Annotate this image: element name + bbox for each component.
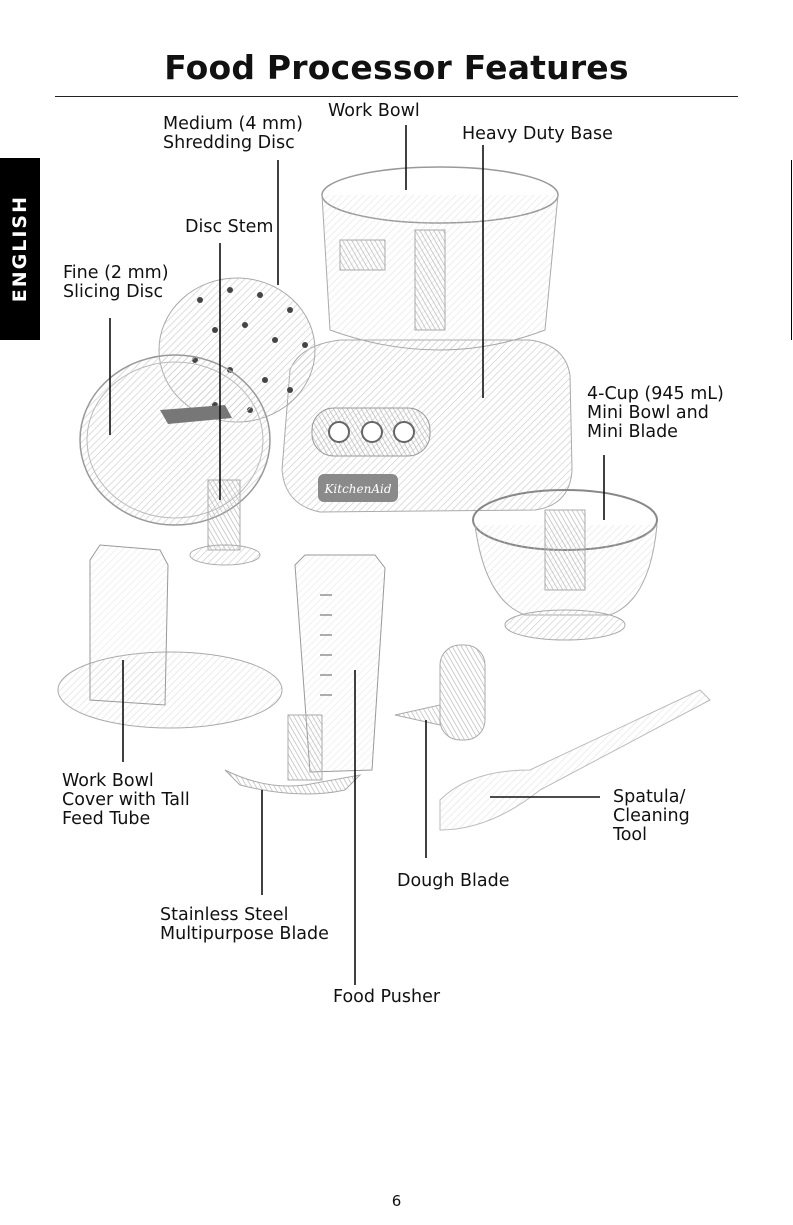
label-spatula: Spatula/ Cleaning Tool bbox=[613, 788, 690, 845]
control-button-icon bbox=[362, 422, 382, 442]
control-button-icon bbox=[394, 422, 414, 442]
label-dough-blade: Dough Blade bbox=[397, 872, 510, 891]
label-mini-bowl: 4-Cup (945 mL) Mini Bowl and Mini Blade bbox=[587, 385, 724, 442]
slicing-disc bbox=[80, 355, 270, 525]
mini-bowl bbox=[473, 490, 657, 640]
brand-logo-text: KitchenAid bbox=[323, 482, 391, 496]
page-number: 6 bbox=[0, 1192, 793, 1210]
work-bowl bbox=[322, 167, 558, 350]
label-work-bowl: Work Bowl bbox=[328, 102, 420, 121]
label-disc-stem: Disc Stem bbox=[185, 218, 273, 237]
dough-blade bbox=[395, 645, 485, 740]
work-bowl-cover bbox=[58, 545, 282, 728]
label-work-bowl-cover: Work Bowl Cover with Tall Feed Tube bbox=[62, 772, 190, 829]
label-heavy-duty-base: Heavy Duty Base bbox=[462, 125, 613, 144]
label-multipurpose-blade: Stainless Steel Multipurpose Blade bbox=[160, 906, 329, 944]
control-button-icon bbox=[329, 422, 349, 442]
label-slicing-disc: Fine (2 mm) Slicing Disc bbox=[63, 264, 169, 302]
label-shredding-disc: Medium (4 mm) Shredding Disc bbox=[163, 115, 303, 153]
label-food-pusher: Food Pusher bbox=[333, 988, 440, 1007]
heavy-duty-base: KitchenAid bbox=[282, 340, 572, 512]
